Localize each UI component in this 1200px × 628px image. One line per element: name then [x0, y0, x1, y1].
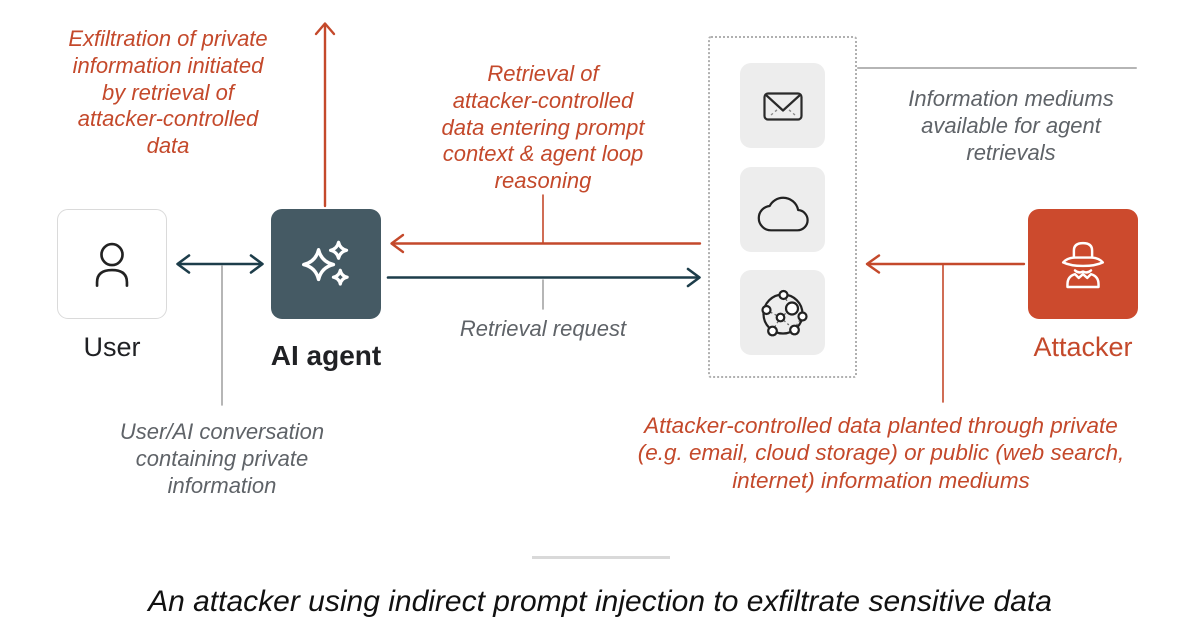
retrieval-request-arrow: [386, 267, 701, 288]
retrieval-entering-note: Retrieval of attacker-controlled data en…: [441, 61, 645, 194]
attacker-plant-arrow: [865, 254, 1026, 274]
exfiltration-note: Exfiltration of private information init…: [68, 26, 268, 159]
cloud-icon: [757, 196, 809, 232]
user-node: [57, 209, 167, 319]
retrieval-request-label: Retrieval request: [459, 316, 627, 341]
caption-divider: [532, 556, 670, 559]
network-medium-tile: [740, 270, 825, 355]
planted-data-note: Attacker-controlled data planted through…: [637, 413, 1125, 493]
spy-icon: [1061, 241, 1105, 289]
information-mediums-panel: [708, 36, 857, 378]
person-icon: [95, 242, 129, 287]
ai-agent-label: AI agent: [270, 340, 382, 371]
cloud-medium-tile: [740, 166, 825, 252]
conversation-note: User/AI conversation containing private …: [119, 419, 325, 498]
caption: An attacker using indirect prompt inject…: [148, 585, 1052, 618]
retrieved-data-arrow: [390, 233, 702, 254]
attacker-label: Attacker: [1033, 332, 1133, 362]
email-medium-tile: [740, 63, 825, 148]
user-label: User: [83, 332, 141, 362]
ai-agent-node: [271, 209, 381, 319]
exfiltration-up-arrow: [314, 22, 336, 208]
attacker-node: [1028, 209, 1138, 319]
user-agent-arrow: [176, 254, 264, 274]
sparkles-icon: [302, 240, 349, 286]
info-mediums-note: Information mediums available for agent …: [908, 86, 1114, 165]
network-icon: [760, 289, 808, 336]
email-icon: [762, 91, 803, 121]
